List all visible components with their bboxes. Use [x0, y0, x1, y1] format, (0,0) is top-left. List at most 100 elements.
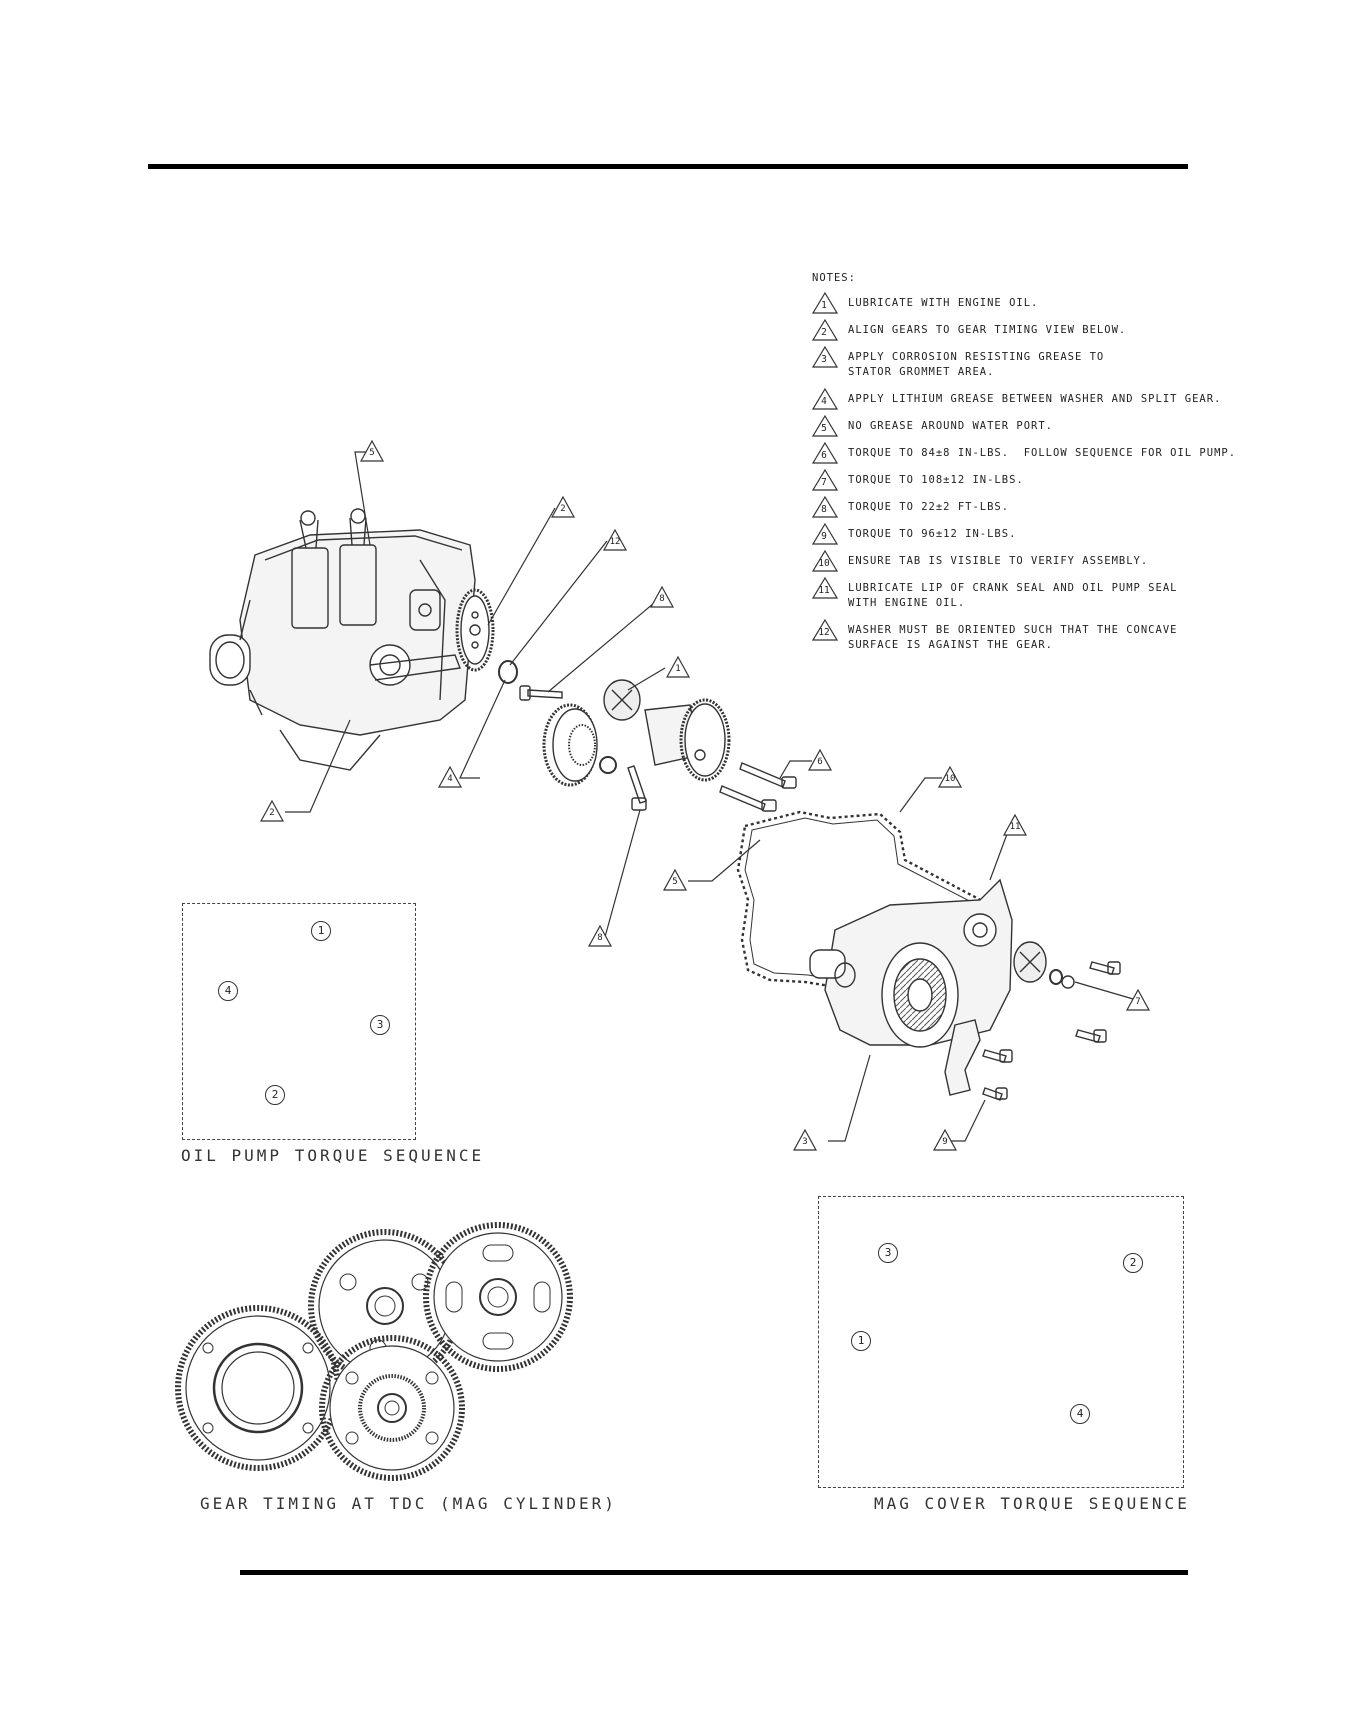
notes-block: NOTES: 1 LUBRICATE WITH ENGINE OIL. 2 ALIGN…: [811, 272, 1332, 665]
note-text: LUBRICATE WITH ENGINE OIL.: [848, 297, 1039, 309]
bolt-part: [719, 762, 797, 812]
callout-number: 8: [597, 933, 603, 943]
idler-gear-top: [308, 1229, 462, 1383]
note-text: STATOR GROMMET AREA.: [848, 366, 995, 378]
callout-triangle: 10: [938, 766, 962, 788]
note-text: ALIGN GEARS TO GEAR TIMING VIEW BELOW.: [848, 324, 1127, 336]
top-rule: [148, 164, 1188, 169]
mag-cover-part: [809, 878, 1013, 1048]
note-text: ENSURE TAB IS VISIBLE TO VERIFY ASSEMBLY…: [848, 555, 1149, 567]
note-number: 11: [818, 585, 830, 596]
crankcase-part: [209, 508, 476, 771]
callout-number: 2: [269, 808, 275, 818]
callout-number: 7: [1135, 997, 1141, 1007]
note-number-triangle: 11: [811, 576, 840, 599]
notes-heading: NOTES:: [812, 272, 856, 284]
note-text: WASHER MUST BE ORIENTED SUCH THAT THE CO…: [848, 624, 1178, 636]
note-item: 2 ALIGN GEARS TO GEAR TIMING VIEW BELOW.: [811, 318, 1332, 341]
pump-gear: [319, 1335, 465, 1481]
note-number: 8: [821, 504, 827, 515]
note-number: 2: [821, 327, 827, 338]
oil-pump-sequence-box: [182, 903, 416, 1140]
callout-number: 8: [659, 594, 665, 604]
note-text: TORQUE TO 84±8 IN-LBS. FOLLOW SEQUENCE F…: [848, 447, 1237, 459]
torque-sequence-number: 3: [878, 1243, 898, 1263]
bottom-rule: [240, 1570, 1188, 1575]
callout-triangle: 4: [438, 766, 462, 788]
note-number-triangle: 6: [811, 441, 840, 464]
gear-timing-view: [175, 1222, 573, 1481]
callout-number: 9: [942, 1137, 948, 1147]
bolt-part: [982, 961, 1121, 1101]
note-number: 10: [818, 558, 830, 569]
note-number-triangle: 3: [811, 345, 840, 368]
washer-part: [599, 756, 617, 774]
crank-gear: [175, 1305, 341, 1471]
callout-triangle: 5: [360, 440, 384, 462]
bracket-part: [944, 1019, 981, 1096]
note-number: 12: [818, 627, 830, 638]
torque-sequence-number: 4: [1070, 1404, 1090, 1424]
callout-number: 5: [672, 877, 678, 887]
washer-part: [498, 660, 518, 684]
note-number: 5: [821, 423, 827, 434]
torque-sequence-number: 3: [370, 1015, 390, 1035]
note-text: APPLY CORROSION RESISTING GREASE TO: [848, 351, 1105, 363]
note-number: 7: [821, 477, 827, 488]
note-item: 11 LUBRICATE LIP OF CRANK SEAL AND OIL PU…: [811, 576, 1332, 611]
note-text: WITH ENGINE OIL.: [848, 597, 966, 609]
gear-timing-caption: GEAR TIMING AT TDC (MAG CYLINDER): [200, 1494, 617, 1513]
callout-triangle: 1: [666, 656, 690, 678]
note-number-triangle: 1: [811, 291, 840, 314]
callout-triangle: 2: [551, 496, 575, 518]
callout-number: 12: [609, 537, 621, 547]
callout-number: 1: [675, 664, 681, 674]
note-text: NO GREASE AROUND WATER PORT.: [848, 420, 1054, 432]
note-number-triangle: 10: [811, 549, 840, 572]
callout-triangle: 6: [808, 749, 832, 771]
note-number: 6: [821, 450, 827, 461]
bolt-part: [519, 685, 563, 701]
split-gear-part: [542, 703, 598, 787]
torque-sequence-number: 4: [218, 981, 238, 1001]
note-number: 9: [821, 531, 827, 542]
oil-pump-sequence-caption: OIL PUMP TORQUE SEQUENCE: [181, 1146, 485, 1165]
callout-number: 3: [802, 1137, 808, 1147]
note-number-triangle: 2: [811, 318, 840, 341]
note-item: 5 NO GREASE AROUND WATER PORT.: [811, 414, 1332, 437]
note-item: 6 TORQUE TO 84±8 IN-LBS. FOLLOW SEQUENCE …: [811, 441, 1332, 464]
callout-number: 5: [369, 448, 375, 458]
callout-triangle: 5: [663, 869, 687, 891]
note-item: 4 APPLY LITHIUM GREASE BETWEEN WASHER AND…: [811, 387, 1332, 410]
note-number-triangle: 5: [811, 414, 840, 437]
timing-gear-part: [455, 588, 495, 672]
mag-cover-sequence-box: [818, 1196, 1184, 1488]
note-text: LUBRICATE LIP OF CRANK SEAL AND OIL PUMP…: [848, 582, 1178, 594]
callout-number: 4: [447, 774, 453, 784]
note-text: TORQUE TO 22±2 FT-LBS.: [848, 501, 1010, 513]
bolt-part: [627, 765, 647, 811]
callout-triangle: 8: [650, 586, 674, 608]
callout-number: 2: [560, 504, 566, 514]
note-text: SURFACE IS AGAINST THE GEAR.: [848, 639, 1054, 651]
leader-lines: [285, 451, 1141, 1142]
notes-list: 1 LUBRICATE WITH ENGINE OIL. 2 ALIGN GEARS …: [811, 291, 1332, 653]
callout-number: 11: [1009, 822, 1021, 832]
torque-sequence-number: 2: [1123, 1253, 1143, 1273]
note-text: APPLY LITHIUM GREASE BETWEEN WASHER AND …: [848, 393, 1222, 405]
note-number: 1: [821, 300, 827, 311]
note-number: 4: [821, 396, 827, 407]
note-number-triangle: 12: [811, 618, 840, 641]
note-item: 10 ENSURE TAB IS VISIBLE TO VERIFY ASSEMB…: [811, 549, 1332, 572]
impeller-part: [1013, 941, 1047, 983]
mag-cover-sequence-caption: MAG COVER TORQUE SEQUENCE: [874, 1494, 1190, 1513]
note-number-triangle: 9: [811, 522, 840, 545]
note-number: 3: [821, 354, 827, 365]
oil-pump-part: [644, 698, 731, 782]
note-item: 12 WASHER MUST BE ORIENTED SUCH THAT THE …: [811, 618, 1332, 653]
callout-number: 6: [817, 757, 823, 767]
washer-part: [1049, 969, 1063, 985]
note-item: 8 TORQUE TO 22±2 FT-LBS.: [811, 495, 1332, 518]
